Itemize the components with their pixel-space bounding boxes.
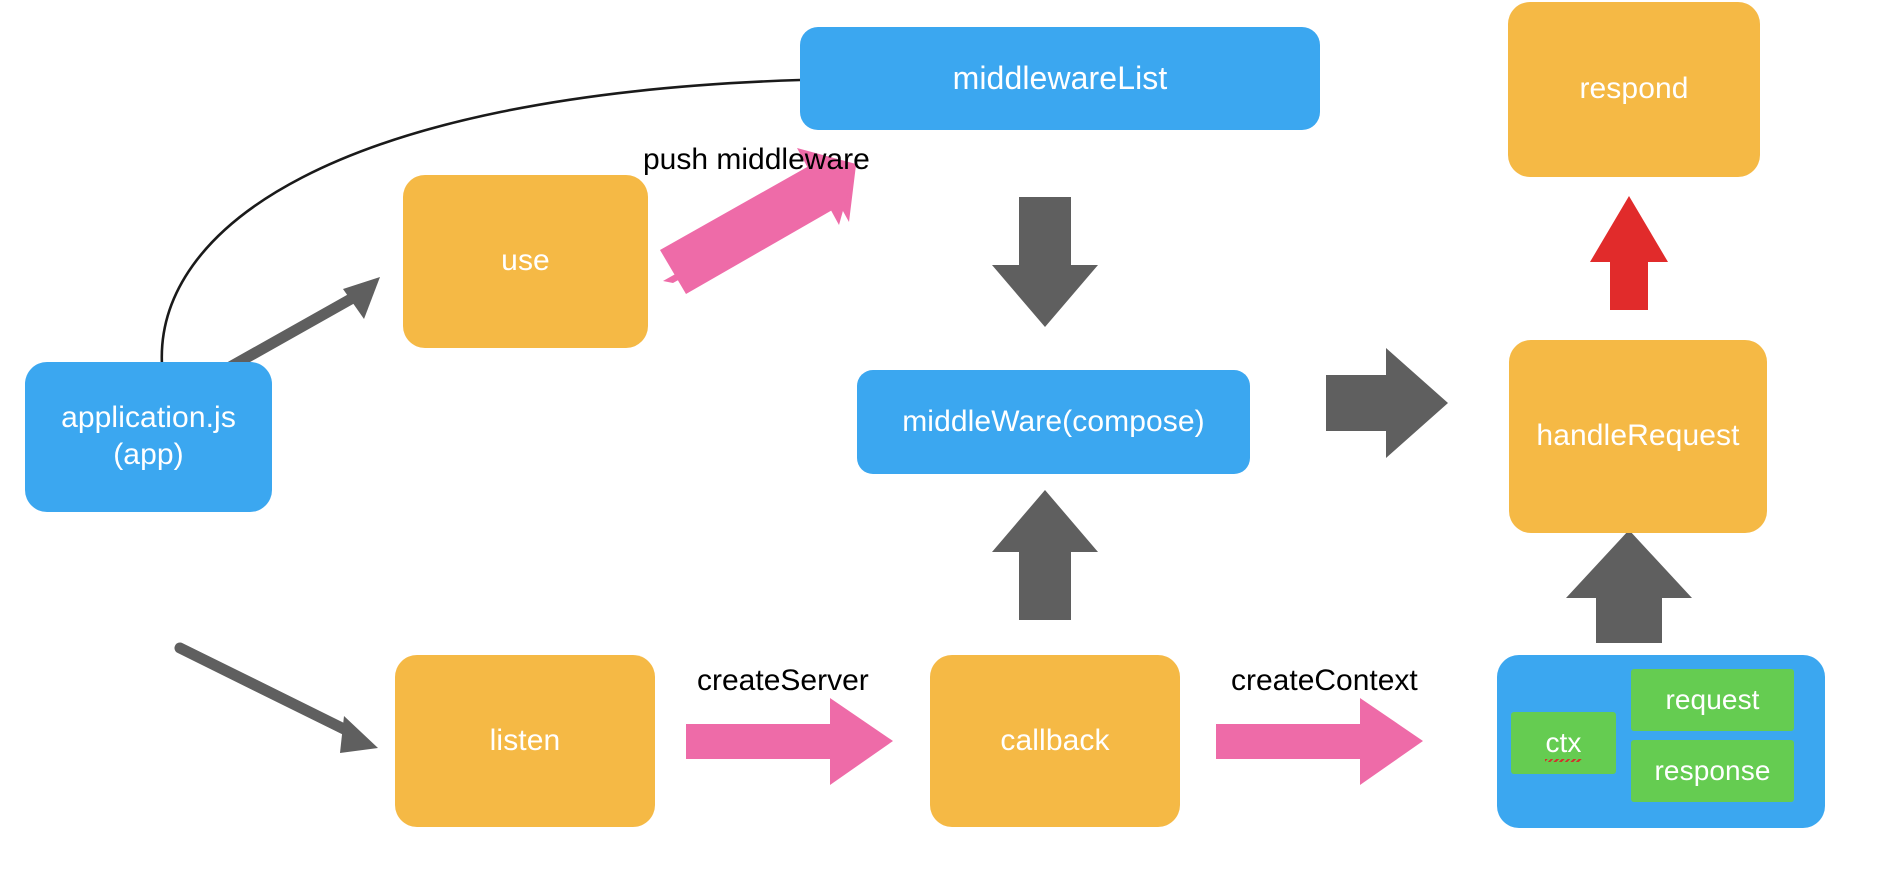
node-request[interactable]: request — [1631, 669, 1794, 731]
node-listen-label: listen — [489, 723, 561, 757]
node-listen[interactable]: listen — [395, 655, 655, 827]
node-application-js-label: application.js (app) — [61, 401, 236, 471]
edge-handlerequest-to-respond — [1590, 196, 1668, 310]
node-middleware-compose[interactable]: middleWare(compose) — [857, 370, 1250, 474]
node-callback-label: callback — [1000, 723, 1110, 757]
node-middlewarelist-label: middlewareList — [952, 59, 1168, 96]
edge-label-create-server: createServer — [697, 664, 869, 697]
node-ctx[interactable]: ctx — [1511, 712, 1616, 774]
node-handlerequest[interactable]: handleRequest — [1509, 340, 1767, 533]
edge-callback-to-ctx — [1216, 698, 1423, 785]
edge-listen-to-callback — [686, 698, 893, 785]
node-use[interactable]: use — [403, 175, 648, 348]
node-handlerequest-label: handleRequest — [1536, 419, 1740, 453]
edge-label-create-context: createContext — [1231, 664, 1418, 697]
node-response[interactable]: response — [1631, 740, 1794, 802]
node-middleware-compose-label: middleWare(compose) — [902, 404, 1205, 438]
node-response-label: response — [1654, 754, 1771, 786]
node-use-label: use — [501, 244, 550, 278]
edge-callback-to-compose — [992, 490, 1098, 620]
edge-app-to-listen — [174, 642, 378, 753]
node-respond[interactable]: respond — [1508, 2, 1760, 177]
edge-label-push-middleware: push middleware — [643, 143, 870, 176]
node-application-js[interactable]: application.js (app) — [25, 362, 272, 512]
node-request-label: request — [1665, 683, 1760, 715]
edge-ctx-to-handlerequest — [1566, 530, 1692, 643]
node-middlewarelist[interactable]: middlewareList — [800, 27, 1320, 130]
node-callback[interactable]: callback — [930, 655, 1180, 827]
edge-compose-to-handlerequest — [1326, 348, 1448, 458]
node-ctx-label: ctx — [1545, 726, 1582, 763]
node-respond-label: respond — [1579, 72, 1689, 106]
edge-middlewarelist-to-compose — [992, 197, 1098, 327]
